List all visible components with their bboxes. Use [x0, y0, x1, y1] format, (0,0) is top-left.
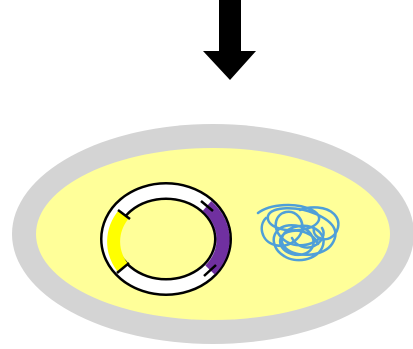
arrow-shaft: [219, 0, 241, 51]
down-arrow-icon: [203, 0, 256, 80]
arrow-head: [203, 51, 256, 80]
cytoplasm: [36, 148, 390, 320]
bacterial-cell: [12, 124, 413, 344]
